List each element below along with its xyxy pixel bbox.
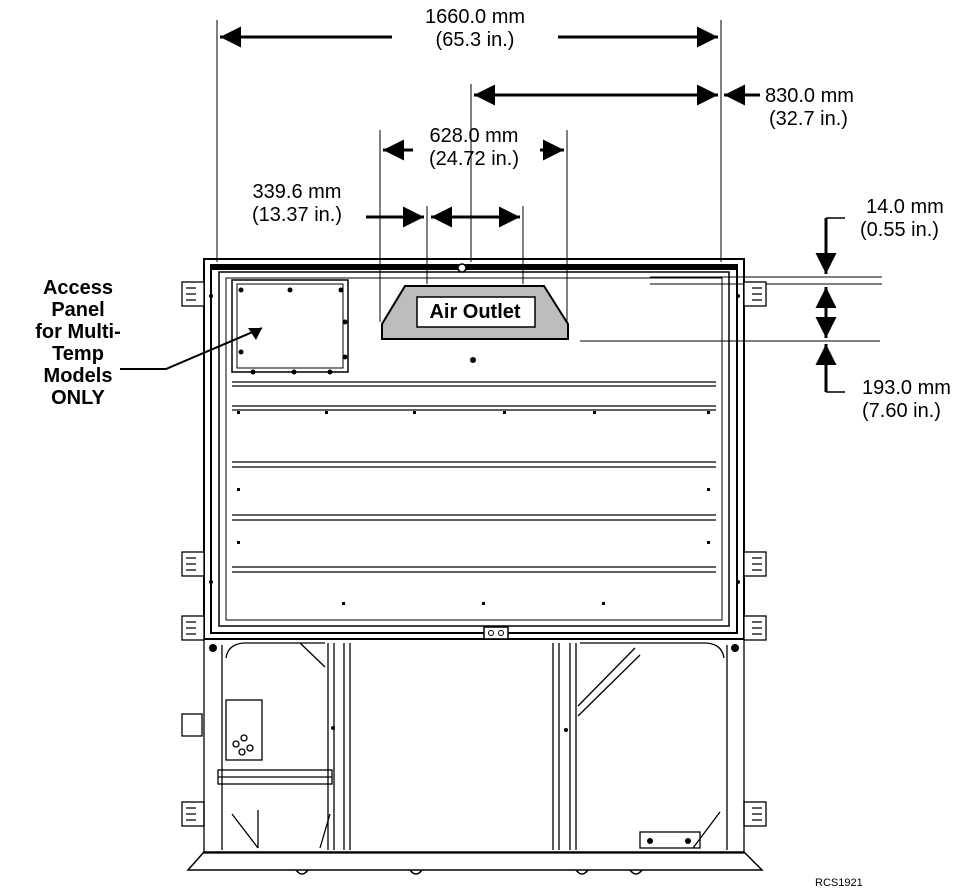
dim-outlet-height-in: (7.60 in.) [862, 400, 941, 422]
air-outlet-label: Air Outlet [429, 301, 521, 323]
dimension-arrows [220, 26, 837, 392]
base-skid [186, 851, 764, 875]
dim-outlet-width-in: (24.72 in.) [428, 148, 520, 170]
access-panel-line-6: ONLY [51, 387, 105, 409]
dim-half-width-mm: 830.0 mm [765, 85, 854, 107]
dim-outlet-offset: 339.6 mm (13.37 in.) [232, 181, 362, 227]
access-panel-line-2: Panel [51, 299, 105, 321]
access-panel [231, 279, 349, 373]
dim-overall-width-mm: 1660.0 mm [424, 6, 526, 28]
dim-outlet-offset-in: (13.37 in.) [251, 204, 343, 226]
access-panel-line-1: Access [42, 277, 114, 299]
access-panel-label: Access Panel for Multi- Temp Models ONLY [8, 277, 148, 409]
dim-outlet-offset-mm: 339.6 mm [252, 181, 342, 203]
access-panel-line-4: Temp [52, 343, 104, 365]
drawing-code: RCS1921 [815, 877, 863, 889]
door-slats [232, 381, 716, 573]
dim-overall-width-in: (65.3 in.) [435, 29, 515, 51]
dim-top-gap: 14.0 mm (0.55 in.) [860, 196, 975, 242]
dim-outlet-height: 193.0 mm (7.60 in.) [862, 377, 977, 423]
access-panel-leader [120, 327, 263, 370]
dim-top-gap-in: (0.55 in.) [860, 219, 939, 241]
door-hinges [181, 281, 767, 827]
access-panel-line-3: for Multi- [35, 321, 121, 343]
lower-frame [203, 638, 745, 854]
access-panel-line-5: Models [43, 365, 113, 387]
dim-half-width-in: (32.7 in.) [769, 108, 848, 130]
dim-outlet-width: 628.0 mm (24.72 in.) [400, 125, 548, 171]
dim-half-width: 830.0 mm (32.7 in.) [765, 85, 915, 131]
dim-top-gap-mm: 14.0 mm [866, 196, 944, 218]
dim-overall-width: 1660.0 mm (65.3 in.) [400, 6, 550, 52]
dim-outlet-height-mm: 193.0 mm [862, 377, 951, 399]
dim-outlet-width-mm: 628.0 mm [429, 125, 519, 147]
